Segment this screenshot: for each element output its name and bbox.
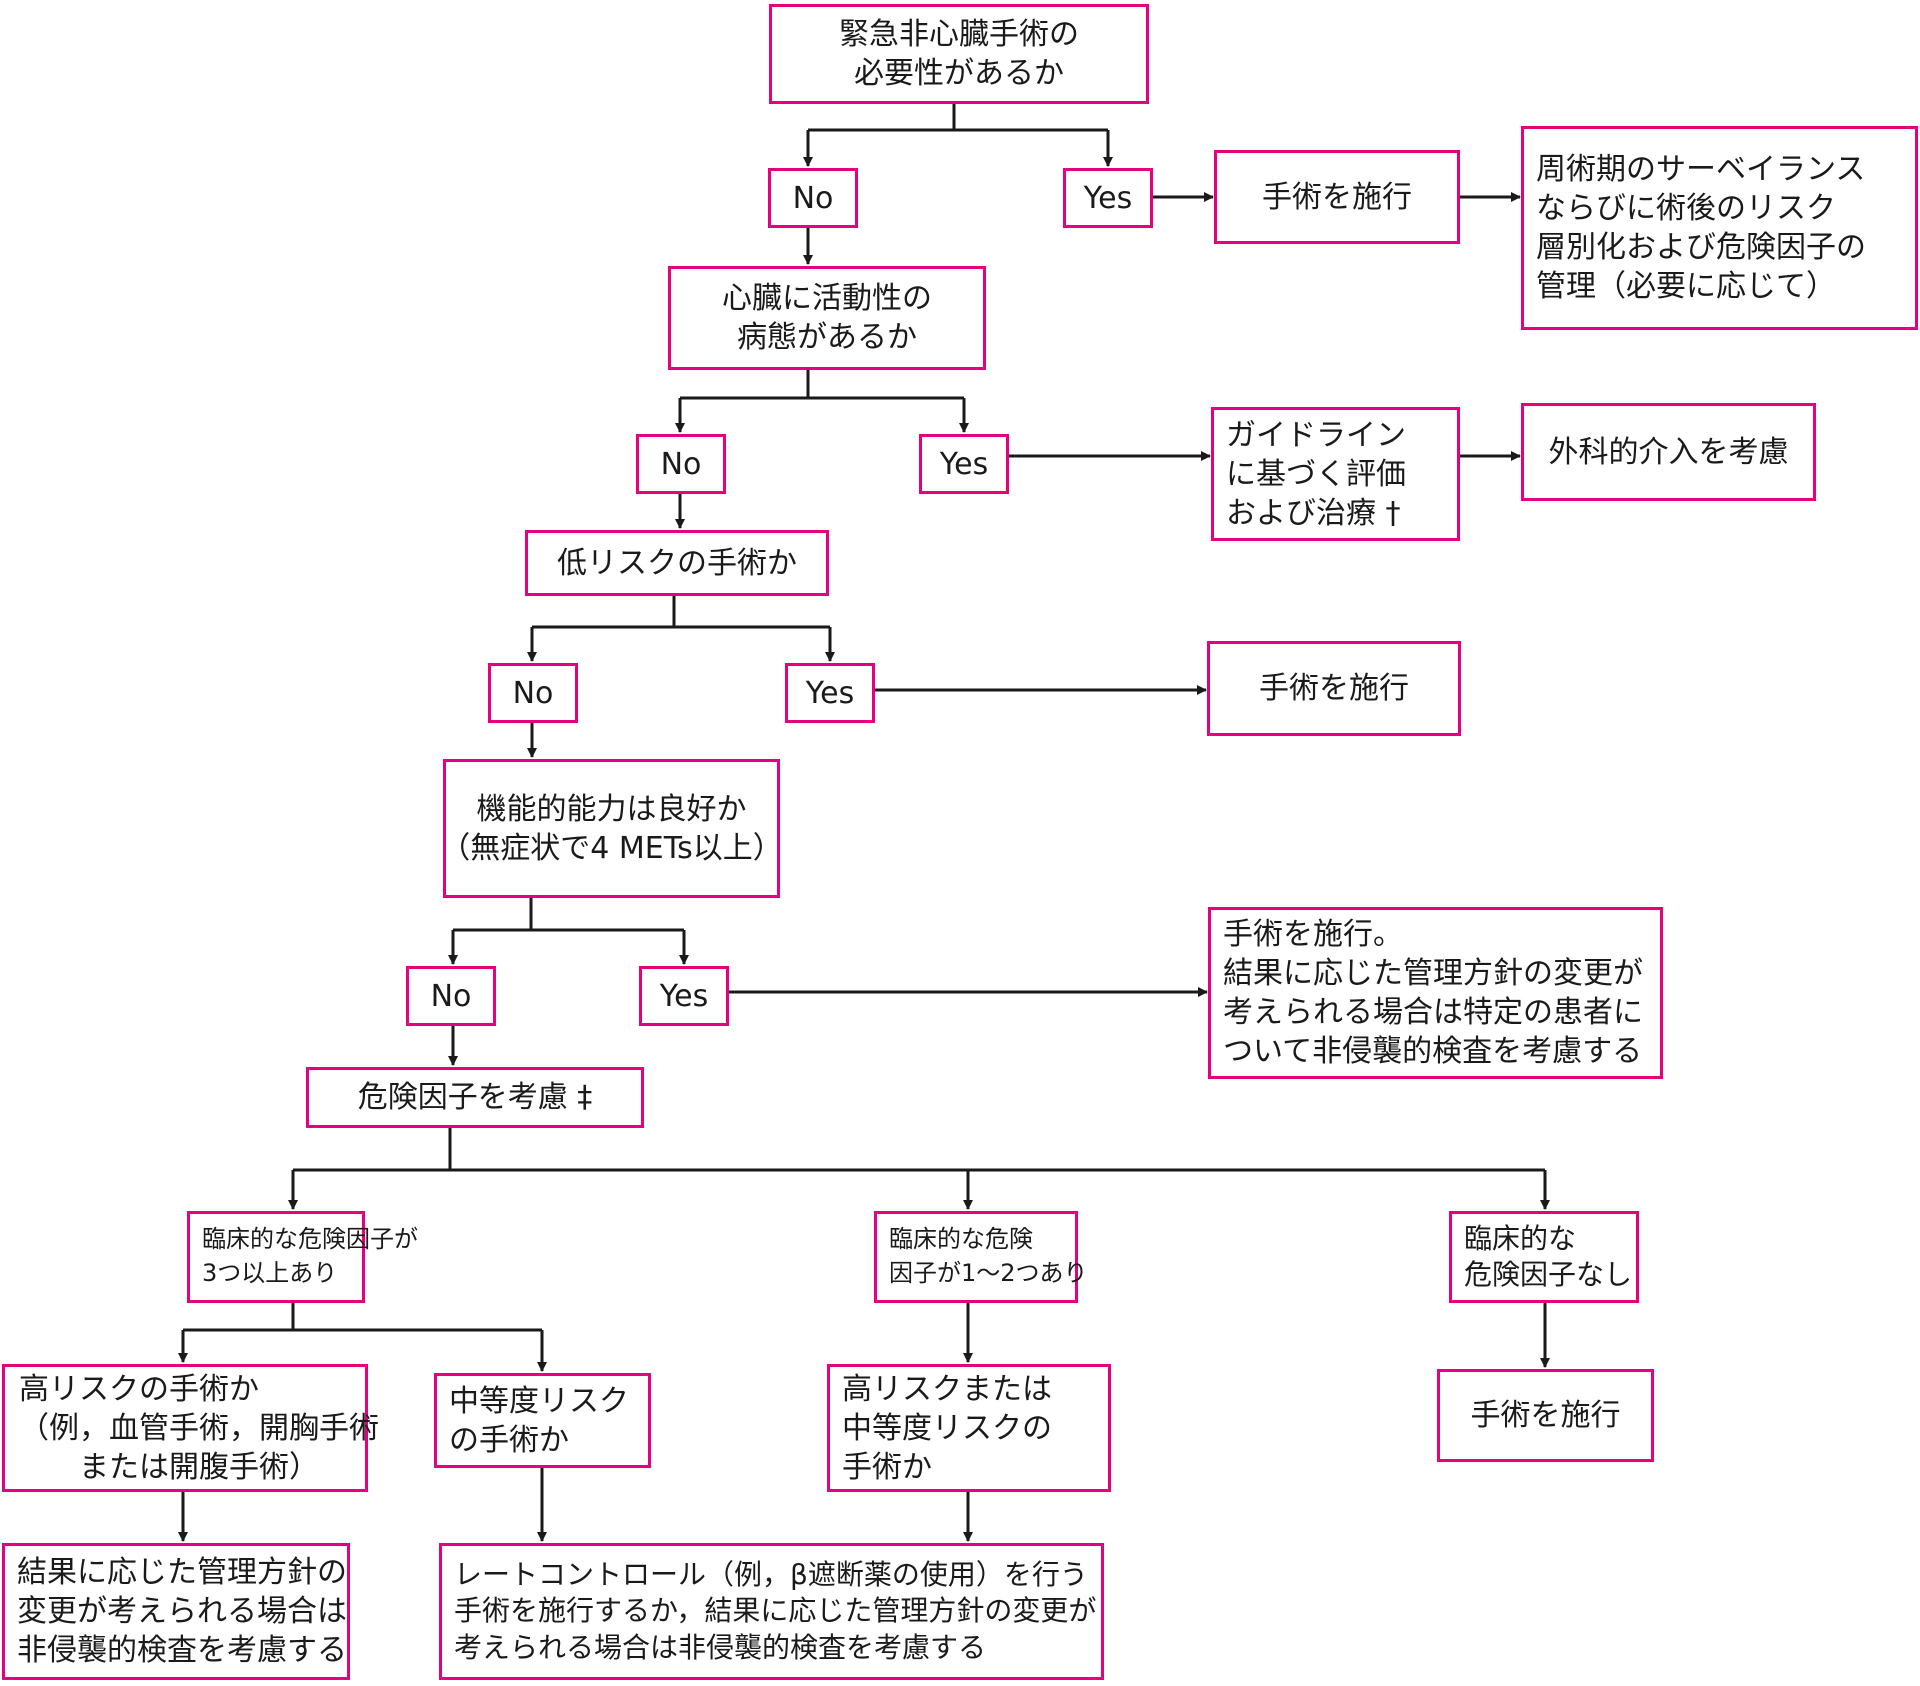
node-consider-risk-factors: 危険因子を考慮 ‡	[306, 1067, 644, 1128]
node-line: 非侵襲的検査を考慮する	[17, 1633, 347, 1668]
node-line: 中等度リスクの	[842, 1410, 1052, 1446]
node-q2-yes: Yes	[919, 434, 1009, 494]
node-line: ガイドライン	[1226, 417, 1406, 453]
node-risk-factors-1-to-2: 臨床的な危険 因子が1～2つあり	[874, 1211, 1088, 1303]
node-q3-no: No	[488, 663, 578, 723]
node-line: 臨床的な危険因子が	[202, 1225, 418, 1254]
node-line: 臨床的な危険	[889, 1225, 1033, 1254]
node-q3-yes: Yes	[785, 663, 875, 723]
node-intermediate-risk-surgery-question: 中等度リスク の手術か	[434, 1373, 651, 1468]
node-line: 結果に応じた管理方針の変更が	[1223, 956, 1643, 991]
node-line: Yes	[1083, 180, 1133, 216]
node-q1-no: No	[768, 168, 858, 228]
node-line: 臨床的な	[1464, 1221, 1577, 1255]
node-q2-yes-result: 外科的介入を考慮	[1521, 403, 1816, 501]
node-line: 管理（必要に応じて）	[1536, 269, 1836, 304]
node-line: No	[430, 978, 472, 1014]
node-line: 因子が1～2つあり	[889, 1259, 1088, 1287]
node-line: 層別化および危険因子の	[1536, 230, 1866, 265]
node-line: （無症状で4 METs以上）	[440, 830, 783, 866]
node-active-cardiac-condition-question: 心臓に活動性の 病態があるか	[668, 266, 986, 370]
node-line: の手術か	[449, 1422, 569, 1458]
node-line: 高リスクまたは	[842, 1371, 1052, 1407]
node-line: 手術を施行	[1470, 1398, 1621, 1433]
node-line: レートコントロール（例，β遮断薬の使用）を行う	[454, 1557, 1088, 1591]
node-high-or-intermediate-risk-question: 高リスクまたは 中等度リスクの 手術か	[827, 1364, 1111, 1492]
node-line: または開腹手術）	[19, 1449, 319, 1485]
node-q1-yes: Yes	[1063, 168, 1153, 228]
node-line: No	[512, 675, 554, 711]
node-line: に基づく評価	[1226, 456, 1406, 492]
node-rate-control-result: レートコントロール（例，β遮断薬の使用）を行う 手術を施行するか，結果に応じた管…	[439, 1543, 1104, 1680]
node-q4-yes-action: 手術を施行。 結果に応じた管理方針の変更が 考えられる場合は特定の患者に ついて…	[1208, 907, 1663, 1079]
node-line: Yes	[805, 675, 855, 711]
node-line: 低リスクの手術か	[557, 545, 797, 581]
node-line: ならびに術後のリスク	[1536, 191, 1836, 226]
node-line: 手術を施行するか，結果に応じた管理方針の変更が	[454, 1594, 1097, 1628]
node-line: 中等度リスク	[449, 1383, 629, 1419]
node-line: 周術期のサーベイランス	[1536, 152, 1866, 187]
node-line: 手術を施行。	[1223, 917, 1403, 952]
node-line: No	[660, 446, 702, 482]
node-line: Yes	[939, 446, 989, 482]
node-line: 手術を施行	[1259, 671, 1409, 706]
node-risk-factors-3-or-more: 臨床的な危険因子が 3つ以上あり	[187, 1211, 418, 1303]
node-line: No	[792, 180, 834, 216]
node-low-risk-surgery-question: 低リスクの手術か	[525, 530, 829, 596]
node-q4-no: No	[406, 966, 496, 1026]
node-line: 必要性があるか	[854, 56, 1064, 91]
node-emergency-surgery-question: 緊急非心臓手術の 必要性があるか	[769, 4, 1149, 104]
node-q2-no: No	[636, 434, 726, 494]
node-line: （例，血管手術，開胸手術	[19, 1410, 379, 1446]
node-line: 外科的介入を考慮	[1548, 434, 1789, 470]
node-line: 緊急非心臓手術の	[839, 17, 1079, 52]
node-line: 考えられる場合は非侵襲的検査を考慮する	[454, 1630, 987, 1664]
node-high-risk-result: 結果に応じた管理方針の 変更が考えられる場合は 非侵襲的検査を考慮する	[2, 1543, 350, 1680]
node-no-risk-factors-action: 手術を施行	[1437, 1369, 1654, 1462]
node-line: Yes	[659, 978, 709, 1014]
node-q3-yes-action: 手術を施行	[1207, 641, 1461, 736]
node-line: 3つ以上あり	[202, 1259, 338, 1287]
node-no-risk-factors: 臨床的な 危険因子なし	[1449, 1211, 1639, 1303]
node-line: 病態があるか	[737, 320, 917, 355]
node-line: ついて非侵襲的検査を考慮する	[1223, 1034, 1643, 1069]
node-line: および治療 †	[1226, 495, 1401, 531]
node-line: 手術か	[842, 1449, 932, 1485]
node-line: 心臓に活動性の	[722, 281, 932, 316]
node-high-risk-surgery-question: 高リスクの手術か （例，血管手術，開胸手術 または開腹手術）	[2, 1364, 379, 1492]
node-q1-yes-action: 手術を施行	[1214, 150, 1460, 244]
node-line: 危険因子なし	[1464, 1258, 1633, 1291]
node-line: 高リスクの手術か	[19, 1371, 259, 1407]
node-q4-yes: Yes	[639, 966, 729, 1026]
node-line: 機能的能力は良好か	[476, 791, 747, 827]
node-line: 手術を施行	[1262, 179, 1412, 215]
node-line: 考えられる場合は特定の患者に	[1223, 995, 1643, 1030]
node-q2-yes-action: ガイドライン に基づく評価 および治療 †	[1211, 407, 1460, 541]
node-line: 変更が考えられる場合は	[17, 1594, 347, 1629]
node-line: 結果に応じた管理方針の	[17, 1555, 347, 1590]
node-q1-yes-result: 周術期のサーベイランス ならびに術後のリスク 層別化および危険因子の 管理（必要…	[1521, 126, 1918, 330]
node-line: 危険因子を考慮 ‡	[357, 1080, 593, 1115]
node-functional-capacity-question: 機能的能力は良好か （無症状で4 METs以上）	[440, 759, 783, 898]
